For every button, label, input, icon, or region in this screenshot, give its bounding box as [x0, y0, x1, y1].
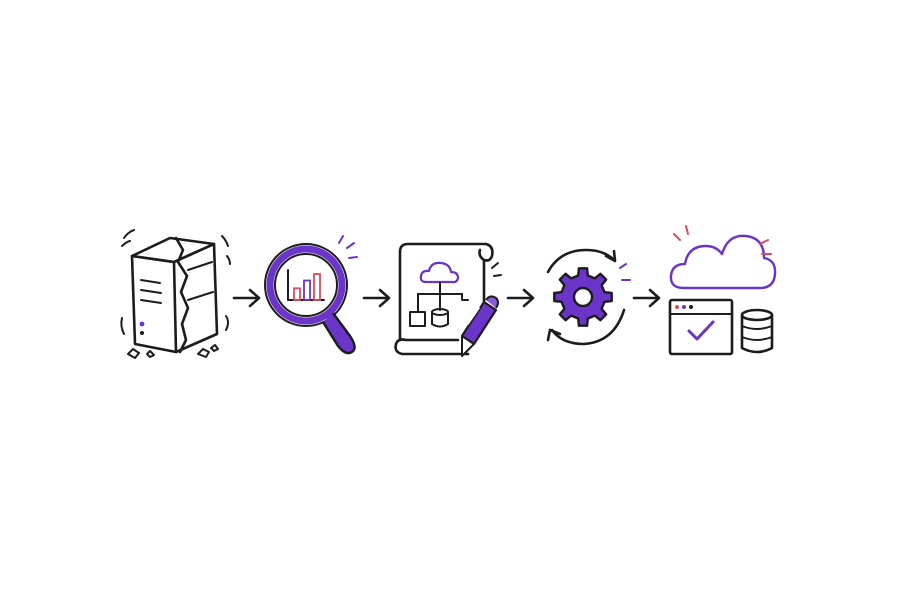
magnifier-chart-icon [264, 235, 358, 355]
pen-icon [460, 295, 499, 357]
chart-bar [293, 287, 301, 301]
status-light [140, 331, 144, 335]
arrow-right-icon [362, 288, 391, 308]
arrow-right-icon [632, 288, 661, 308]
status-light [139, 321, 145, 327]
chart-bars [293, 273, 321, 301]
app-window-icon [668, 298, 734, 356]
cloud-icon [669, 234, 777, 290]
gear-icon [553, 267, 613, 327]
cloud-app-database-icon [668, 225, 777, 356]
cracked-server-icon [120, 229, 231, 359]
gear-sync-icon [546, 248, 631, 346]
architecture-blueprint-icon [394, 242, 502, 357]
arrow-right-icon [506, 288, 535, 308]
database-icon [740, 308, 774, 354]
chart-bar [313, 273, 321, 301]
arrow-right-icon [232, 288, 261, 308]
check-icon [687, 320, 715, 341]
gear-hole [572, 286, 594, 308]
chart-bar [303, 279, 311, 301]
